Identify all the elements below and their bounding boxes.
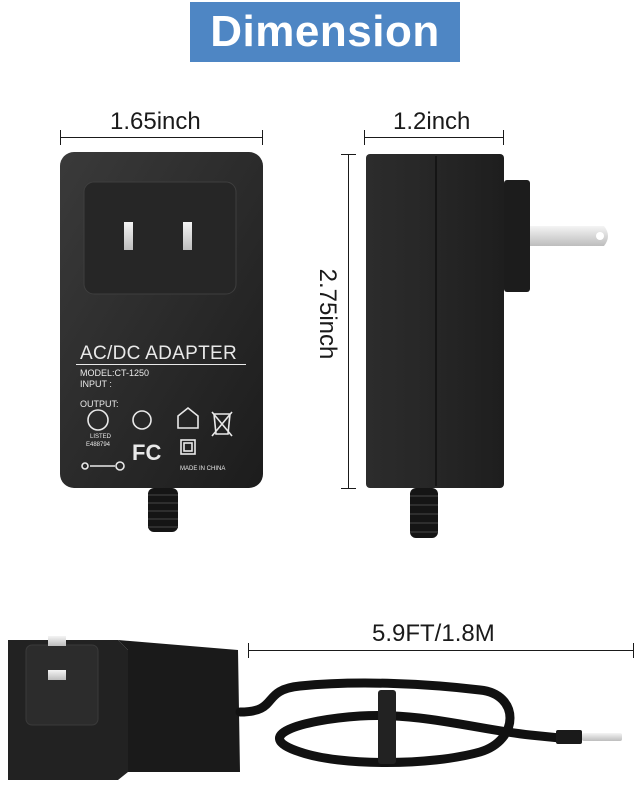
cable-tie-icon — [378, 690, 396, 764]
height-dimension-line — [348, 154, 349, 489]
width-dimension-tick-left — [60, 130, 61, 145]
cable-dimension-tick-left — [248, 643, 249, 658]
front-view-adapter — [60, 152, 263, 532]
dc-plug-icon — [582, 733, 622, 741]
weee-bin-icon — [211, 411, 233, 437]
polarity-icon — [81, 462, 89, 470]
double-insulated-icon — [180, 439, 196, 455]
adapter-label-ul-number: E488794 — [86, 442, 111, 448]
adapter-label-made-in: MADE IN CHINA — [180, 466, 226, 472]
ce-mark-icon — [132, 410, 152, 430]
height-dimension-tick-top — [341, 154, 356, 155]
depth-dimension-label: 1.2inch — [393, 108, 471, 135]
height-dimension-tick-bottom — [341, 488, 356, 489]
side-view-adapter — [366, 154, 608, 538]
depth-dimension-tick-right — [503, 130, 504, 145]
adapter-label-ul-listed: LISTED — [90, 434, 112, 440]
home-use-icon — [177, 406, 199, 429]
adapter-label-divider — [76, 364, 246, 365]
adapter-label-output: OUTPUT: — [80, 399, 119, 409]
ul-mark-icon — [87, 409, 109, 431]
adapter-label-fc: FC — [132, 440, 162, 465]
adapter-label-input: INPUT : — [80, 379, 112, 389]
page-title: Dimension — [210, 7, 440, 56]
cable-dimension-label: 5.9FT/1.8M — [372, 620, 495, 647]
depth-dimension-tick-left — [364, 130, 365, 145]
side-prong-icon — [530, 226, 608, 246]
width-dimension-line — [60, 137, 263, 138]
prong-right-icon — [183, 222, 192, 250]
prong-left-icon — [124, 222, 133, 250]
cable-icon — [235, 678, 565, 767]
title-banner: Dimension — [190, 2, 460, 62]
cable-view-adapter — [8, 636, 622, 780]
width-dimension-tick-right — [262, 130, 263, 145]
adapter-label-model: MODEL:CT-1250 — [80, 368, 150, 378]
depth-dimension-line — [364, 137, 504, 138]
cable-dimension-tick-right — [633, 643, 634, 658]
width-dimension-label: 1.65inch — [110, 108, 201, 135]
cable-dimension-line — [248, 650, 634, 651]
adapter-label-heading: AC/DC ADAPTER — [80, 343, 237, 364]
